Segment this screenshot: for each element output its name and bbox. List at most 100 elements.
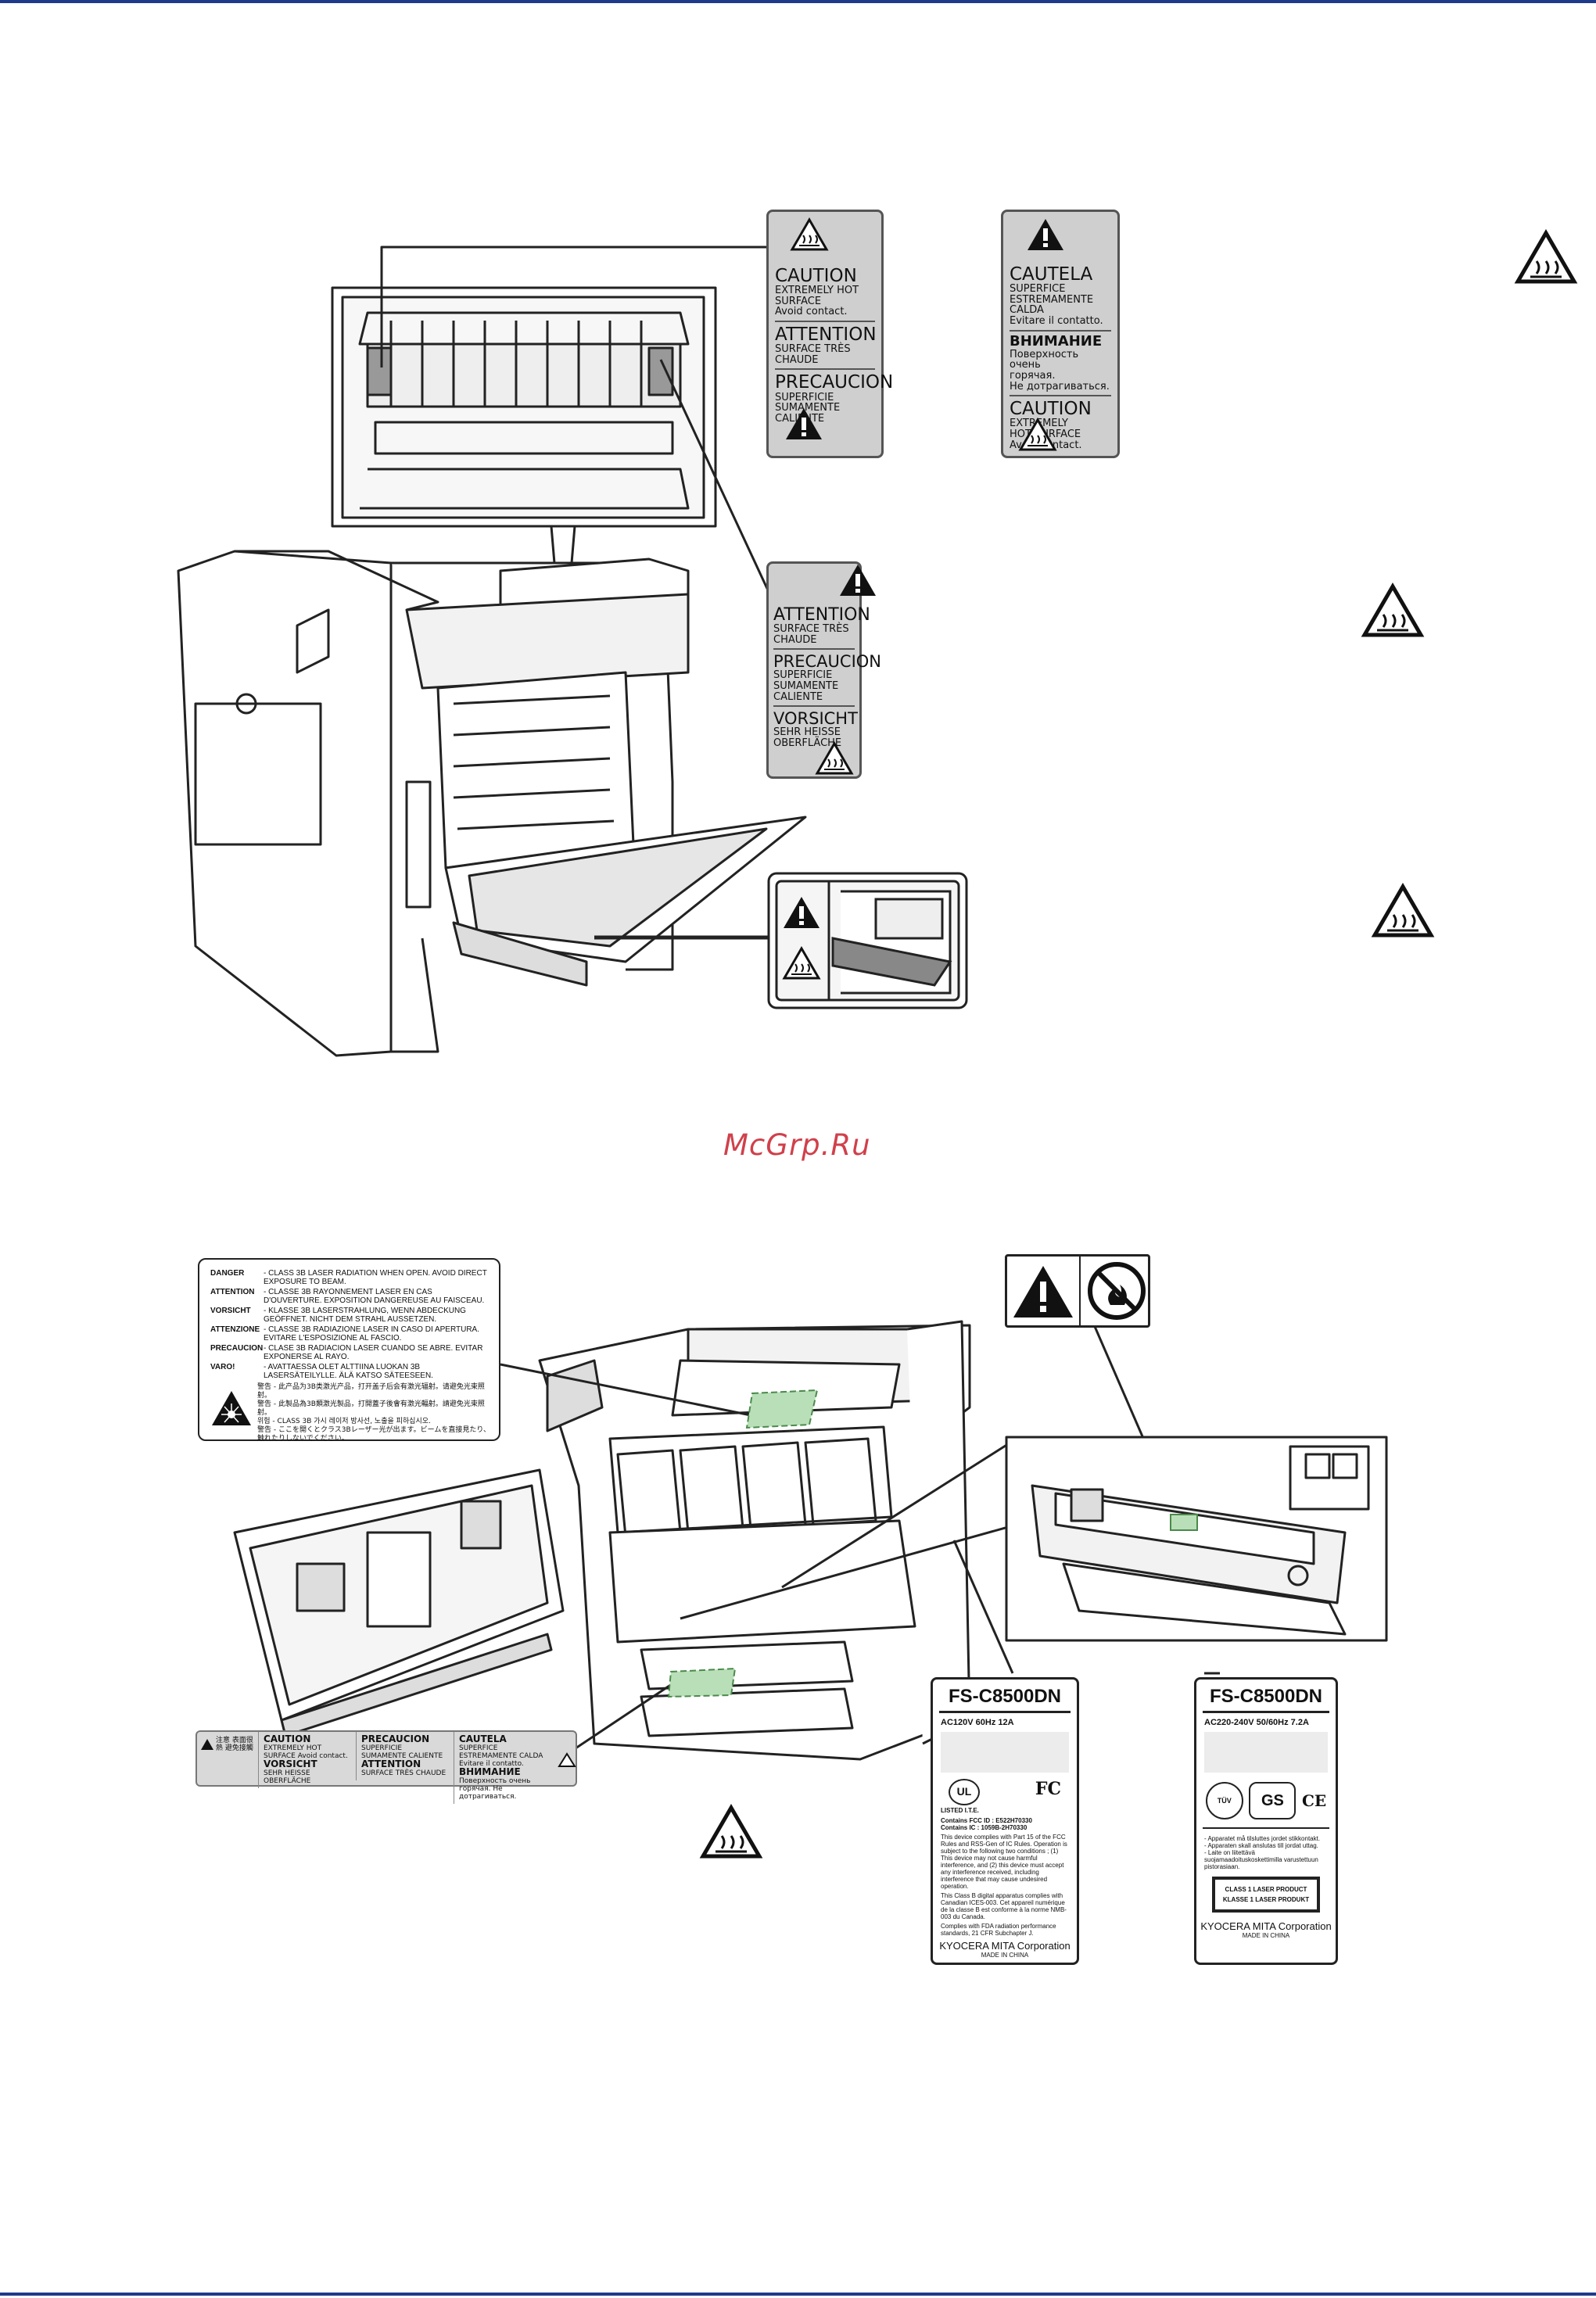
fcc-id: Contains FCC ID : E522H70330 (941, 1817, 1032, 1824)
label-a-caution-sub-2: SURFACE (775, 295, 822, 307)
label-c-vorsicht-sub-2: OBERFLÄCHE (773, 737, 842, 750)
label-c-precaucion-sub-1: SUPERFICIE (773, 669, 833, 682)
warning-row: DANGER - CLASS 3B LASER RADIATION WHEN OP… (210, 1269, 491, 1286)
warning-key: VORSICHT (210, 1307, 251, 1315)
warning-text: - CLASE 3B RADIACION LASER CUANDO SE ABR… (264, 1344, 483, 1361)
fda-statement: Complies with FDA radiation performance … (941, 1923, 1056, 1937)
label-b-cautela: CAUTELA (1010, 264, 1093, 285)
label-a-caution: CAUTION (775, 266, 857, 286)
label-c-attention-sub-1: SURFACE TRÈS (773, 623, 849, 636)
warning-row: PRECAUCION- CLASE 3B RADIACION LASER CUA… (210, 1344, 491, 1361)
warning-text: - CLASSE 3B RAYONNEMENT LASER EN CAS D'O… (264, 1288, 485, 1305)
made-in: MADE IN CHINA (981, 1952, 1029, 1959)
warning-cjk-line: 警告 - 此製品為3B類激光製品，打開蓋子後會有激光輻射。請避免光束照射。 (257, 1400, 485, 1417)
label-a-attention: ATTENTION (775, 324, 877, 346)
ul-listed: LISTED I.T.E. (941, 1807, 979, 1814)
hot-surface-label-b: CAUTELA SUPERFICE ESTREMAMENTE CALDA Evi… (1001, 210, 1120, 458)
tray-label-heading: PRECAUCION (361, 1733, 430, 1744)
hot-surface-icon (699, 1804, 763, 1859)
label-b-vnimanie-sub-2: горячая. (1010, 369, 1056, 382)
tray-label-sub: SUPERFICE ESTREMAMENTE CALDA Evitare il … (459, 1744, 543, 1768)
alert-icon (784, 897, 820, 928)
hot-surface-icon (815, 741, 854, 775)
warning-key: DANGER (210, 1269, 245, 1278)
hot-surface-icon (782, 946, 821, 980)
label-b-caution: CAUTION (1010, 399, 1092, 420)
tray-label-sub: EXTREMELY HOT SURFACE Avoid contact. (264, 1744, 348, 1760)
label-c-attention: ATTENTION (773, 605, 870, 625)
label-c-precaucion-sub-3: CALIENTE (773, 690, 823, 703)
label-b-cautela-sub-3: Evitare il contatto. (1010, 315, 1103, 328)
rating-power: AC220-240V 50/60Hz 7.2A (1204, 1718, 1309, 1727)
hot-surface-label-c: ATTENTION SURFACE TRÈS CHAUDE PRECAUCION… (766, 561, 882, 779)
fcc-mark: FC (1035, 1779, 1061, 1799)
watermark: McGrp.Ru (723, 1128, 871, 1162)
label-a-attention-sub: SURFACE TRÈS CHAUDE (775, 343, 851, 366)
rating-blank (1204, 1732, 1328, 1773)
warning-key: ATTENZIONE (210, 1325, 260, 1334)
rating-blank (941, 1732, 1069, 1773)
warning-key: VARO! (210, 1363, 235, 1371)
laser-radiation-icon (212, 1391, 251, 1425)
tray-label-column: PRECAUCION SUPERFICIE SUMAMENTE CALIENTE… (356, 1732, 454, 1780)
label-b-cautela-sub-1: SUPERFICE (1010, 283, 1066, 296)
hot-surface-icon (1371, 883, 1435, 937)
label-c-vorsicht: VORSICHT (773, 709, 858, 729)
label-a-precaucion: PRECAUCION (775, 372, 894, 393)
label-c-precaucion: PRECAUCION (773, 652, 882, 672)
label-c-precaucion-sub-2: SUMAMENTE (773, 680, 839, 693)
tray-label-heading: CAUTELA (459, 1733, 507, 1744)
warning-key: PRECAUCION (210, 1344, 264, 1353)
warning-text: - CLASSE 3B RADIAZIONE LASER IN CASO DI … (264, 1325, 480, 1343)
tray-label-sub: SUPERFICIE SUMAMENTE CALIENTE (361, 1744, 443, 1760)
ce-mark: CE (1302, 1791, 1327, 1810)
alert-icon (1013, 1266, 1073, 1317)
tray-label-cjk: 注意 表面很熱 避免接觸 (216, 1737, 253, 1752)
warning-text: - AVATTAESSA OLET ALTTIINA LUOKAN 3B LAS… (264, 1363, 433, 1380)
rating-model: FS-C8500DN (1203, 1680, 1329, 1713)
label-b-vnimanie-sub-1: Поверхность очень (1010, 348, 1079, 371)
label-a-caution-sub-3: Avoid contact. (775, 306, 848, 318)
ices-statement: This Class B digital apparatus complies … (941, 1892, 1067, 1920)
hot-surface-icon (1514, 229, 1578, 284)
label-c-attention-sub-2: CHAUDE (773, 633, 817, 646)
no-fire-label (1005, 1254, 1150, 1328)
label-b-vnimanie-sub-3: Не дотрагиваться. (1010, 380, 1110, 393)
warning-row: ATTENZIONE - CLASSE 3B RADIAZIONE LASER I… (210, 1325, 491, 1343)
tray-label-column: CAUTELA SUPERFICE ESTREMAMENTE CALDA Evi… (454, 1732, 556, 1804)
hot-surface-icon (1018, 418, 1057, 451)
ic-id: Contains IC : 1059B-2H70330 (941, 1824, 1028, 1831)
hot-surface-label-a: CAUTION EXTREMELY HOT SURFACE Avoid cont… (766, 210, 894, 458)
laser-class-1: CLASS 1 LASER PRODUCT (1225, 1886, 1307, 1893)
rating-model: FS-C8500DN (939, 1680, 1071, 1713)
bottom-rule (0, 2293, 1596, 2296)
label-a-precaucion-sub-2: SUMAMENTE (775, 402, 841, 414)
gs-mark: GS (1249, 1782, 1297, 1819)
alert-icon (1028, 219, 1063, 250)
tray-label-sub: SEHR HEISSE OBERFLÄCHE (264, 1769, 311, 1785)
no-fire-icon (1088, 1262, 1146, 1320)
warning-row: VARO! - AVATTAESSA OLET ALTTIINA LUOKAN 3… (210, 1363, 491, 1380)
warning-cjk-line: 警告 - 此产品为3B类激光产品，打开盖子后会有激光辐射。请避免光束照射。 (257, 1383, 485, 1400)
warning-text: - CLASS 3B LASER RADIATION WHEN OPEN. AV… (264, 1269, 487, 1286)
warning-row: ATTENTION - CLASSE 3B RAYONNEMENT LASER E… (210, 1288, 491, 1305)
hot-surface-icon (790, 217, 829, 251)
laser-class-1-de: KLASSE 1 LASER PRODUKT (1222, 1896, 1310, 1903)
tray-label-heading: CAUTION (264, 1733, 311, 1744)
hot-surface-icon (558, 1752, 576, 1767)
warning-key: ATTENTION (210, 1288, 255, 1296)
warning-row: VORSICHT - KLASSE 3B LASERSTRAHLUNG, WENN… (210, 1307, 491, 1324)
rating-power: AC120V 60Hz 12A (941, 1718, 1014, 1727)
warning-text: - KLASSE 3B LASERSTRAHLUNG, WENN ABDECKU… (264, 1307, 466, 1324)
manufacturer: KYOCERA MITA Corporation (939, 1940, 1071, 1952)
tray-label-heading: ВНИМАНИЕ (459, 1766, 521, 1777)
earth-notes: - Apparatet må tilsluttes jordet stikkon… (1203, 1827, 1329, 1870)
made-in: MADE IN CHINA (1242, 1932, 1290, 1939)
tuv-mark: TÜV (1205, 1782, 1243, 1819)
ul-mark: UL (949, 1779, 980, 1805)
tray-hot-label: 注意 表面很熱 避免接觸 CAUTION EXTREMELY HOT SURFA… (195, 1730, 577, 1804)
warning-cjk-line: 위험 - CLASS 3B 가시 레이저 방사선, 노출을 피하십시오. (257, 1418, 431, 1425)
label-a-precaucion-sub-1: SUPERFICIE (775, 391, 834, 403)
laser-class-box: CLASS 1 LASER PRODUCT KLASSE 1 LASER PRO… (1212, 1877, 1320, 1913)
